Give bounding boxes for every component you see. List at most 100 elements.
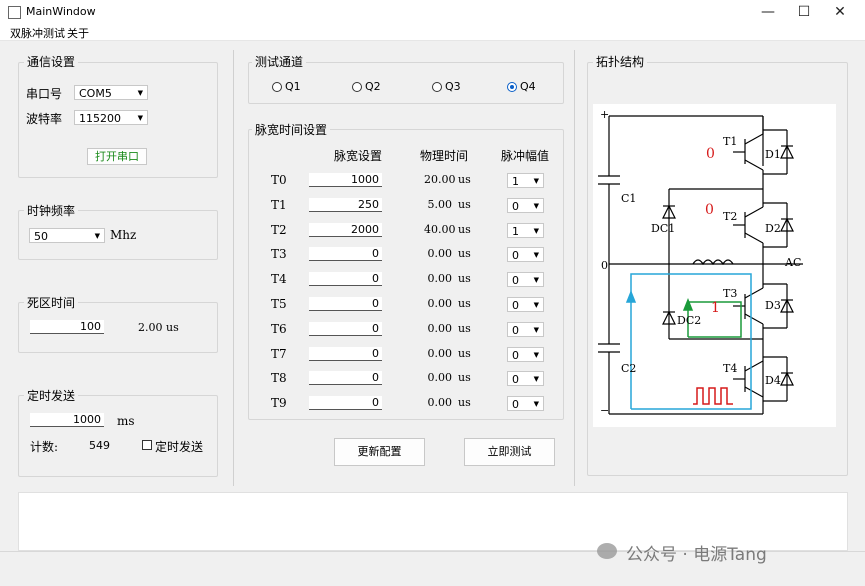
physical-time: 20.00 bbox=[424, 173, 456, 186]
t1-label: T1 bbox=[723, 135, 738, 148]
physical-time: 0.00 bbox=[427, 272, 453, 285]
app-icon bbox=[8, 6, 21, 19]
chevron-down-icon: ▼ bbox=[533, 351, 539, 359]
amplitude-value: 1 bbox=[512, 175, 519, 188]
row-name: T0 bbox=[271, 173, 287, 187]
close-button[interactable]: ✕ bbox=[834, 4, 846, 20]
clock-title: 时钟频率 bbox=[24, 202, 79, 219]
pulse-width-input[interactable]: 0 bbox=[309, 396, 382, 410]
timer-unit: ms bbox=[117, 414, 135, 428]
amplitude-select[interactable]: 0▼ bbox=[507, 371, 544, 386]
amplitude-select[interactable]: 0▼ bbox=[507, 322, 544, 337]
menu-bar: 双脉冲测试 关于 bbox=[0, 24, 865, 41]
deadtime-group bbox=[18, 302, 218, 353]
clock-select[interactable]: 50 ▼ bbox=[29, 228, 105, 243]
radio-q4-label[interactable]: Q4 bbox=[520, 80, 536, 93]
watermark-text: 公众号 · 电源Tang bbox=[626, 545, 767, 565]
t4-label: T4 bbox=[723, 362, 738, 375]
dc2-label: DC2 bbox=[677, 314, 702, 327]
pulse-group bbox=[248, 129, 564, 420]
pulse-width-input[interactable]: 250 bbox=[309, 198, 382, 212]
radio-q3-label[interactable]: Q3 bbox=[445, 80, 461, 93]
timer-checkbox-label[interactable]: 定时发送 bbox=[155, 440, 204, 454]
minimize-button[interactable]: — bbox=[761, 4, 775, 20]
time-unit: us bbox=[458, 272, 471, 285]
t3-state: 1 bbox=[711, 300, 720, 316]
open-port-button[interactable]: 打开串口 bbox=[87, 148, 147, 165]
clock-unit: Mhz bbox=[110, 228, 137, 242]
maximize-button[interactable]: ☐ bbox=[797, 4, 811, 20]
bus-zero-label: 0 bbox=[601, 259, 608, 272]
chevron-down-icon: ▼ bbox=[533, 177, 539, 185]
row-name: T2 bbox=[271, 223, 287, 237]
amplitude-value: 0 bbox=[512, 249, 519, 262]
chevron-down-icon: ▼ bbox=[137, 114, 143, 122]
amplitude-select[interactable]: 0▼ bbox=[507, 297, 544, 312]
row-name: T7 bbox=[271, 347, 287, 361]
radio-q1[interactable] bbox=[272, 82, 282, 92]
amplitude-select[interactable]: 1▼ bbox=[507, 223, 544, 238]
chevron-down-icon: ▼ bbox=[533, 375, 539, 383]
amplitude-select[interactable]: 0▼ bbox=[507, 272, 544, 287]
baud-select[interactable]: 115200▼ bbox=[74, 110, 148, 125]
port-label: 串口号 bbox=[26, 87, 63, 101]
timer-interval-input[interactable]: 1000 bbox=[30, 413, 104, 427]
amplitude-value: 0 bbox=[512, 324, 519, 337]
deadtime-input[interactable]: 100 bbox=[30, 320, 104, 334]
physical-time: 0.00 bbox=[427, 322, 453, 335]
physical-time: 0.00 bbox=[427, 371, 453, 384]
test-now-button[interactable]: 立即测试 bbox=[464, 438, 555, 466]
header-width: 脉宽设置 bbox=[334, 149, 383, 163]
radio-q3[interactable] bbox=[432, 82, 442, 92]
amplitude-value: 0 bbox=[512, 299, 519, 312]
time-unit: us bbox=[458, 396, 471, 409]
amplitude-value: 0 bbox=[512, 274, 519, 287]
pulse-width-input[interactable]: 0 bbox=[309, 347, 382, 361]
timer-title: 定时发送 bbox=[24, 387, 79, 404]
port-value: COM5 bbox=[79, 87, 112, 100]
amplitude-select[interactable]: 0▼ bbox=[507, 396, 544, 411]
amplitude-select[interactable]: 0▼ bbox=[507, 198, 544, 213]
row-name: T3 bbox=[271, 247, 287, 261]
radio-q2-label[interactable]: Q2 bbox=[365, 80, 381, 93]
port-select[interactable]: COM5▼ bbox=[74, 85, 148, 100]
update-config-button[interactable]: 更新配置 bbox=[334, 438, 425, 466]
pulse-width-input[interactable]: 0 bbox=[309, 272, 382, 286]
pulse-width-input[interactable]: 0 bbox=[309, 322, 382, 336]
window-title: MainWindow bbox=[26, 5, 96, 18]
pulse-width-input[interactable]: 0 bbox=[309, 297, 382, 311]
pulse-width-input[interactable]: 0 bbox=[309, 247, 382, 261]
log-output[interactable] bbox=[18, 492, 848, 551]
radio-q4[interactable] bbox=[507, 82, 517, 92]
timer-checkbox[interactable] bbox=[142, 440, 152, 450]
menu-double-pulse[interactable]: 双脉冲测试 bbox=[10, 27, 65, 40]
amplitude-select[interactable]: 1▼ bbox=[507, 173, 544, 188]
topology-title: 拓扑结构 bbox=[593, 53, 648, 70]
amplitude-select[interactable]: 0▼ bbox=[507, 247, 544, 262]
timer-group bbox=[18, 395, 218, 477]
clock-value: 50 bbox=[34, 230, 48, 243]
menu-about[interactable]: 关于 bbox=[67, 27, 89, 40]
row-name: T6 bbox=[271, 322, 287, 336]
t2-label: T2 bbox=[723, 210, 738, 223]
amplitude-value: 0 bbox=[512, 373, 519, 386]
count-value: 549 bbox=[89, 439, 110, 452]
comm-settings-title: 通信设置 bbox=[24, 53, 79, 70]
d1-label: D1 bbox=[765, 148, 781, 161]
pulse-width-input[interactable]: 2000 bbox=[309, 223, 382, 237]
bus-plus-label: + bbox=[600, 108, 610, 121]
pulse-width-input[interactable]: 0 bbox=[309, 371, 382, 385]
physical-time: 5.00 bbox=[427, 198, 453, 211]
amplitude-value: 1 bbox=[512, 225, 519, 238]
chevron-down-icon: ▼ bbox=[94, 232, 100, 240]
pulse-width-input[interactable]: 1000 bbox=[309, 173, 382, 187]
row-name: T8 bbox=[271, 371, 287, 385]
row-name: T5 bbox=[271, 297, 287, 311]
physical-time: 0.00 bbox=[427, 297, 453, 310]
column-divider bbox=[233, 50, 234, 486]
radio-q2[interactable] bbox=[352, 82, 362, 92]
physical-time: 0.00 bbox=[427, 347, 453, 360]
deadtime-title: 死区时间 bbox=[24, 294, 79, 311]
radio-q1-label[interactable]: Q1 bbox=[285, 80, 301, 93]
amplitude-select[interactable]: 0▼ bbox=[507, 347, 544, 362]
